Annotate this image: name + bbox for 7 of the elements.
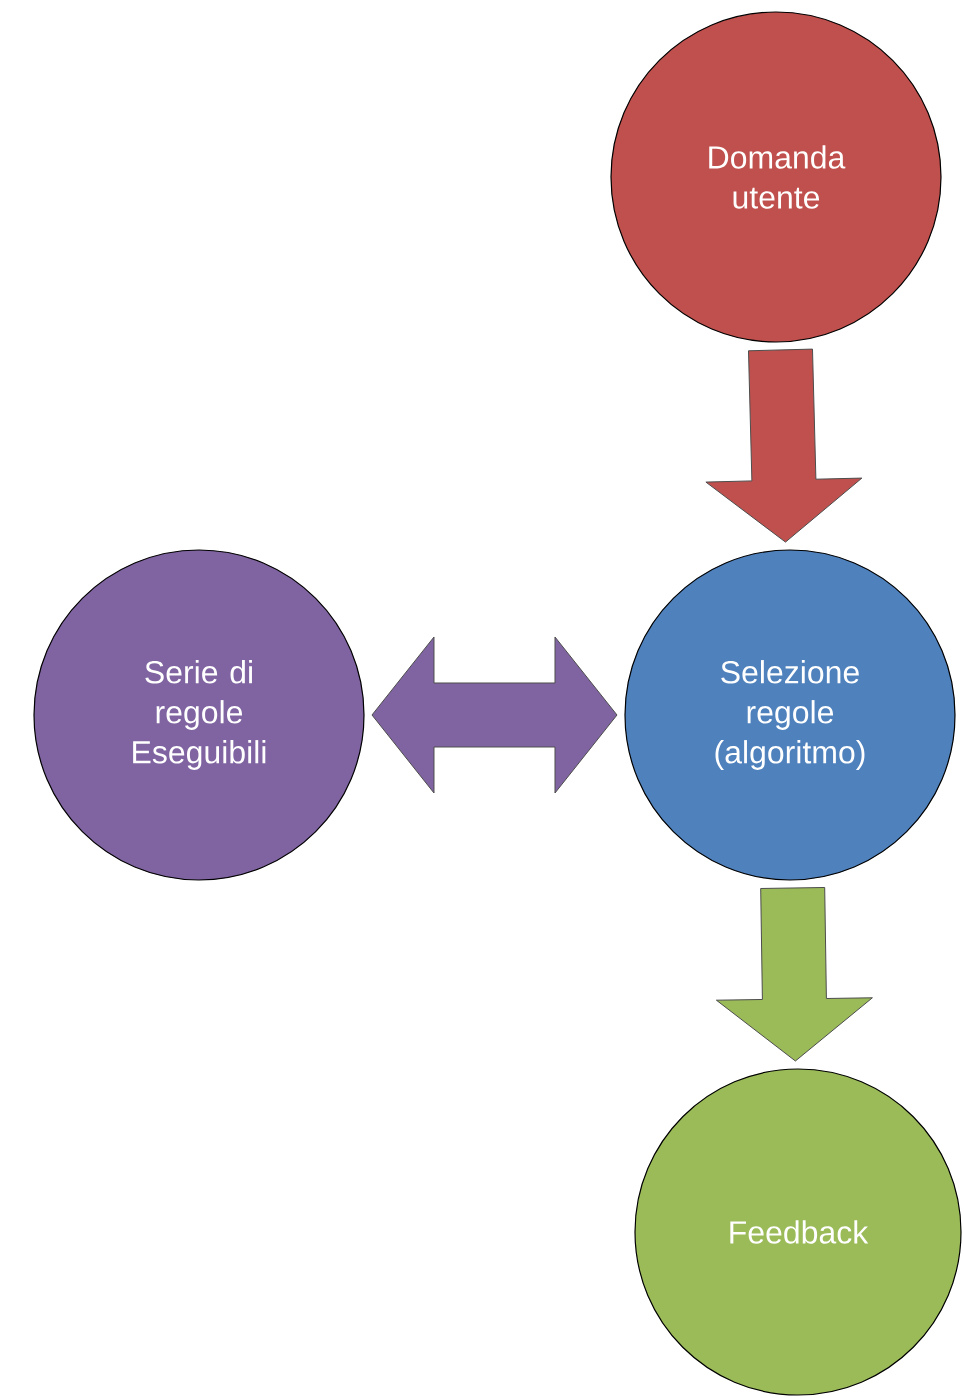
block-arrow [371,636,618,794]
circle-node: Serie di regole Eseguibili [33,549,365,881]
block-arrow [715,887,873,1062]
circle-node: Selezione regole (algoritmo) [624,549,956,881]
circle-node: Feedback [634,1068,962,1396]
circle-node: Domanda utente [610,11,942,343]
block-arrow [705,348,863,543]
